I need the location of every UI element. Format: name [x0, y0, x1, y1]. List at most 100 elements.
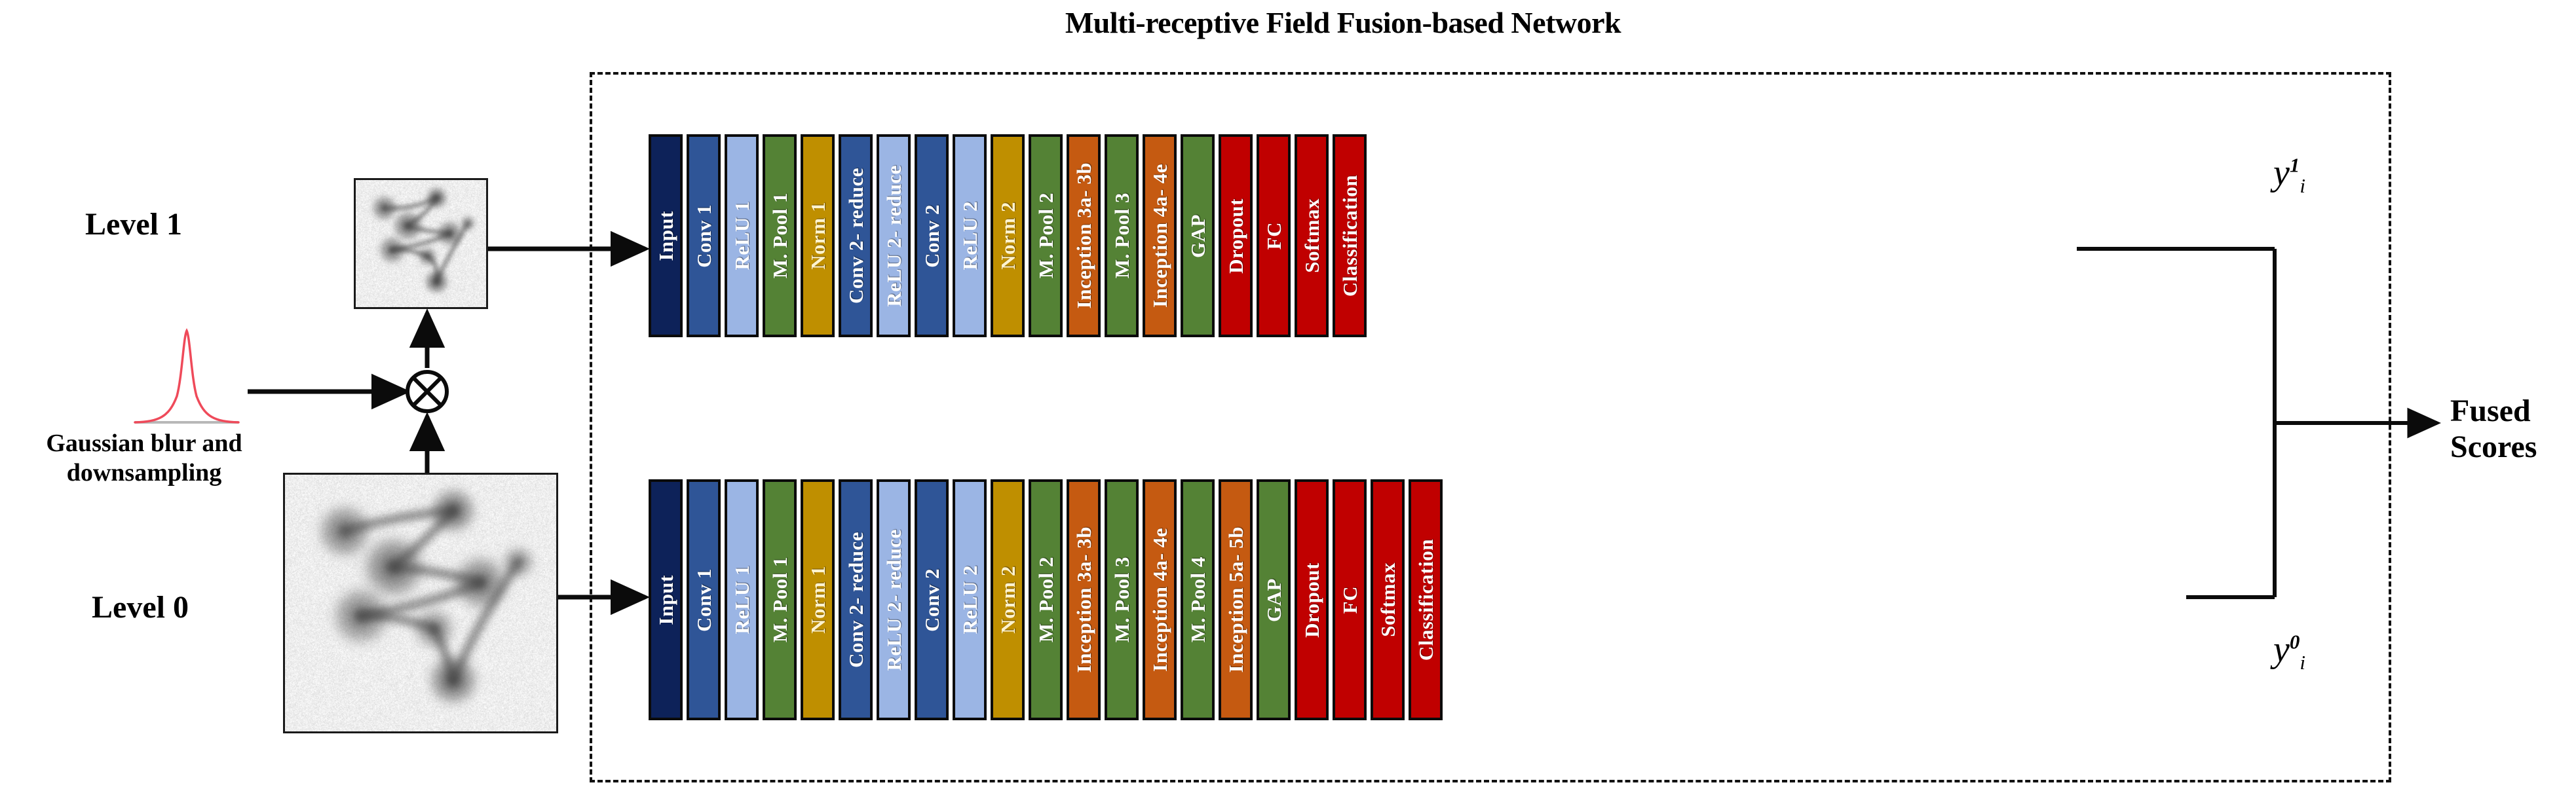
layer-block-label: ReLU 1 [730, 565, 753, 634]
level-0-label: Level 0 [92, 590, 189, 625]
layer-block-label: Softmax [1376, 562, 1399, 637]
page-title: Multi-receptive Field Fusion-based Netwo… [1065, 6, 1621, 39]
layer-block-label: Norm 1 [806, 202, 829, 270]
layer-block-label: M. Pool 2 [1034, 557, 1057, 643]
layer-block-label: FC [1338, 585, 1361, 614]
fused-scores-line1: Fused [2450, 394, 2531, 428]
fused-scores-label: Fused Scores [2450, 393, 2575, 465]
layer-block-label: Classification [1338, 174, 1361, 297]
layer-block-label: FC [1262, 221, 1285, 250]
y1-subscript: i [2300, 174, 2305, 198]
layer-block-fc[interactable]: FC [1257, 134, 1291, 337]
layer-block-label: GAP [1262, 578, 1285, 622]
layer-block-inception-4a-4e[interactable]: Inception 4a- 4e [1143, 134, 1177, 337]
gaussian-blur-caption: Gaussian blur and downsampling [46, 430, 242, 487]
layer-block-label: Inception 4a- 4e [1148, 528, 1171, 672]
layer-block-label: Softmax [1300, 198, 1323, 273]
layer-block-gap[interactable]: GAP [1257, 479, 1291, 720]
layer-block-inception-3a-3b[interactable]: Inception 3a- 3b [1067, 134, 1101, 337]
layer-block-label: Inception 5a- 5b [1224, 526, 1247, 673]
output-label-y0: y0i [2273, 629, 2305, 674]
layer-block-label: Input [654, 210, 677, 261]
layer-block-dropout[interactable]: Dropout [1295, 479, 1329, 720]
layer-block-label: Inception 3a- 3b [1072, 526, 1095, 673]
layer-block-label: Conv 2 [920, 568, 943, 632]
y1-base: y [2273, 153, 2290, 193]
layer-block-conv-1[interactable]: Conv 1 [687, 479, 721, 720]
layer-block-norm-1[interactable]: Norm 1 [801, 479, 835, 720]
layer-block-softmax[interactable]: Softmax [1371, 479, 1405, 720]
layer-block-conv-2-reduce[interactable]: Conv 2- reduce [839, 479, 873, 720]
layer-block-relu-2-reduce[interactable]: ReLU 2- reduce [877, 479, 911, 720]
layer-block-label: M. Pool 3 [1110, 557, 1133, 643]
layer-block-label: Norm 2 [996, 566, 1019, 634]
layer-block-label: ReLU 1 [730, 201, 753, 270]
layer-block-label: ReLU 2- reduce [882, 528, 905, 671]
layer-block-conv-2[interactable]: Conv 2 [915, 479, 949, 720]
layer-block-conv-2-reduce[interactable]: Conv 2- reduce [839, 134, 873, 337]
layer-block-conv-2[interactable]: Conv 2 [915, 134, 949, 337]
layer-block-label: M. Pool 1 [768, 193, 791, 279]
layer-block-norm-1[interactable]: Norm 1 [801, 134, 835, 337]
layer-block-inception-5a-5b[interactable]: Inception 5a- 5b [1219, 479, 1253, 720]
layer-block-m-pool-1[interactable]: M. Pool 1 [763, 134, 797, 337]
level1-branch-pipeline: Input Conv 1 ReLU 1 M. Pool 1 Norm 1 Conv 2- … [649, 134, 1367, 337]
layer-block-label: Norm 1 [806, 566, 829, 634]
layer-block-label: Conv 2- reduce [844, 168, 867, 304]
layer-block-label: M. Pool 1 [768, 557, 791, 643]
layer-block-label: ReLU 2- reduce [882, 164, 905, 307]
layer-block-relu-2[interactable]: ReLU 2 [953, 479, 987, 720]
y1-superscript: 1 [2289, 153, 2300, 177]
layer-block-norm-2[interactable]: Norm 2 [991, 134, 1025, 337]
layer-block-relu-1[interactable]: ReLU 1 [725, 479, 759, 720]
layer-block-m-pool-3[interactable]: M. Pool 3 [1105, 479, 1139, 720]
layer-block-relu-1[interactable]: ReLU 1 [725, 134, 759, 337]
level0-branch-pipeline: Input Conv 1 ReLU 1 M. Pool 1 Norm 1 Conv 2- … [649, 479, 1443, 720]
level-0-micrograph-thumbnail [283, 473, 558, 733]
layer-block-label: Conv 1 [692, 568, 715, 632]
layer-block-m-pool-2[interactable]: M. Pool 2 [1029, 134, 1063, 337]
layer-block-inception-3a-3b[interactable]: Inception 3a- 3b [1067, 479, 1101, 720]
layer-block-label: GAP [1186, 213, 1209, 258]
layer-block-label: Norm 2 [996, 202, 1019, 270]
output-label-y1: y1i [2273, 152, 2305, 198]
layer-block-label: Input [654, 574, 677, 625]
layer-block-label: Inception 3a- 3b [1072, 162, 1095, 309]
y0-superscript: 0 [2289, 630, 2300, 653]
layer-block-relu-2[interactable]: ReLU 2 [953, 134, 987, 337]
layer-block-inception-4a-4e[interactable]: Inception 4a- 4e [1143, 479, 1177, 720]
layer-block-m-pool-1[interactable]: M. Pool 1 [763, 479, 797, 720]
layer-block-input[interactable]: Input [649, 479, 683, 720]
gaussian-kernel-curve [131, 324, 242, 429]
layer-block-m-pool-4[interactable]: M. Pool 4 [1181, 479, 1215, 720]
layer-block-gap[interactable]: GAP [1181, 134, 1215, 337]
layer-block-label: Conv 1 [692, 204, 715, 268]
layer-block-label: M. Pool 3 [1110, 193, 1133, 279]
layer-block-label: Inception 4a- 4e [1148, 164, 1171, 308]
layer-block-label: Dropout [1224, 198, 1247, 274]
layer-block-label: Conv 2- reduce [844, 532, 867, 668]
y0-subscript: i [2300, 651, 2305, 674]
layer-block-relu-2-reduce[interactable]: ReLU 2- reduce [877, 134, 911, 337]
layer-block-label: M. Pool 2 [1034, 193, 1057, 279]
fused-scores-line2: Scores [2450, 430, 2537, 465]
layer-block-label: ReLU 2 [958, 565, 981, 634]
layer-block-m-pool-2[interactable]: M. Pool 2 [1029, 479, 1063, 720]
layer-block-label: ReLU 2 [958, 201, 981, 270]
layer-block-label: Classification [1414, 538, 1437, 661]
layer-block-label: M. Pool 4 [1186, 557, 1209, 643]
layer-block-softmax[interactable]: Softmax [1295, 134, 1329, 337]
layer-block-input[interactable]: Input [649, 134, 683, 337]
layer-block-classification[interactable]: Classification [1409, 479, 1443, 720]
layer-block-label: Conv 2 [920, 204, 943, 268]
level-1-label: Level 1 [85, 207, 182, 242]
layer-block-dropout[interactable]: Dropout [1219, 134, 1253, 337]
layer-block-label: Dropout [1300, 562, 1323, 638]
level-1-micrograph-thumbnail [354, 178, 488, 309]
layer-block-fc[interactable]: FC [1333, 479, 1367, 720]
layer-block-norm-2[interactable]: Norm 2 [991, 479, 1025, 720]
layer-block-m-pool-3[interactable]: M. Pool 3 [1105, 134, 1139, 337]
layer-block-classification[interactable]: Classification [1333, 134, 1367, 337]
layer-block-conv-1[interactable]: Conv 1 [687, 134, 721, 337]
